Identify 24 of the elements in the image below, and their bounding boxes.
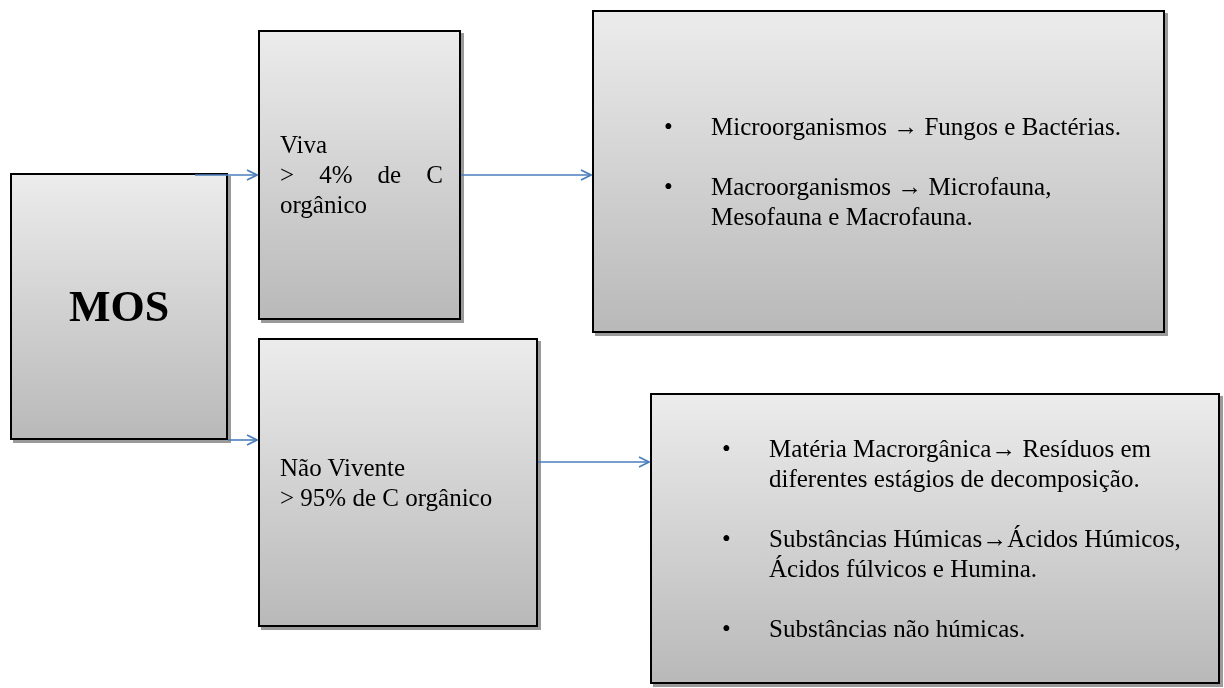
arrow <box>194 169 258 181</box>
node-title: MOS <box>68 280 170 333</box>
list-item: Substâncias Húmicas→Ácidos Húmicos, Ácidos fúlvicos e Humina. <box>769 523 1182 584</box>
category-name: Não Vivente <box>280 452 407 483</box>
bullet: • <box>664 111 674 142</box>
list-box <box>650 393 1220 684</box>
arrow <box>227 434 258 446</box>
list-box <box>592 10 1165 333</box>
category-name: Viva <box>280 130 329 160</box>
arrow <box>460 169 592 181</box>
carbon-share-text: > 95% de C orgânico <box>280 482 494 513</box>
arrow <box>537 456 650 468</box>
list-item: Microorganismos → Fungos e Bactérias. <box>711 111 1121 142</box>
category-box <box>258 338 538 627</box>
carbon-share-text: > 4% de C orgânico <box>280 160 443 220</box>
bullet: • <box>722 433 732 464</box>
list-item: Macroorganismos → Microfauna, Mesofauna e Macrofauna. <box>711 171 1053 232</box>
list-item: Substâncias não húmicas. <box>769 613 1026 644</box>
category-box <box>258 30 461 320</box>
bullet: • <box>722 613 732 644</box>
bullet: • <box>664 171 674 202</box>
list-item: Matéria Macrorgânica→ Resíduos em diferentes estágios de decomposição. <box>769 433 1153 494</box>
root-box <box>10 173 228 440</box>
bullet: • <box>722 523 732 554</box>
